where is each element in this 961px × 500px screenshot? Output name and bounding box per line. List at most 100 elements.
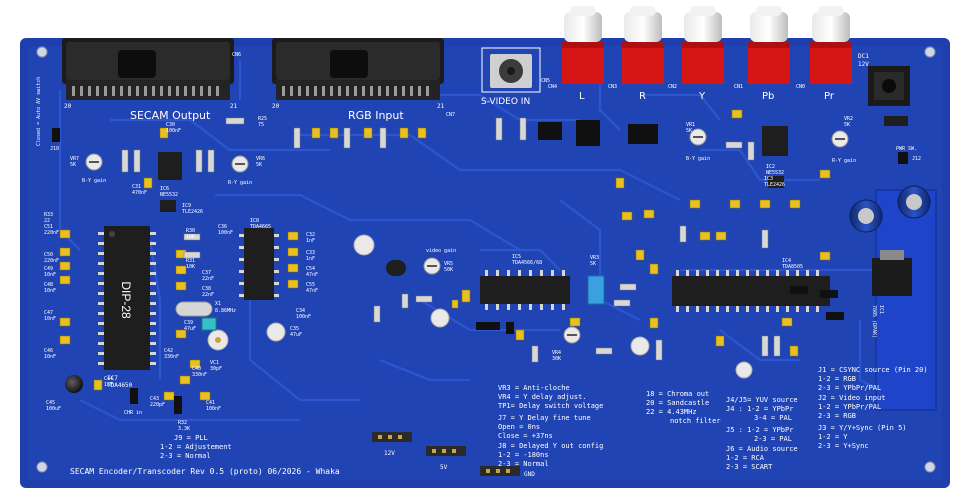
c33-label: C33 (306, 250, 315, 256)
c48-label: C48 (44, 282, 53, 288)
c40-label: C40 (192, 366, 201, 372)
c34-value: 100nF (296, 314, 311, 320)
ic7-part: TDA4650 (107, 382, 133, 389)
c55-value: 47nF (306, 288, 318, 294)
vr4-ref: VR4 (552, 350, 561, 356)
vr1-label: B-Y gain (686, 156, 710, 162)
note-j9-line3: 2-3 = Normal (160, 452, 211, 460)
r32-value: 3.3K (178, 426, 190, 432)
ic1-ref: IC1 (878, 305, 884, 314)
r31-value: 10K (186, 264, 195, 270)
c46-label: C46 (44, 348, 53, 354)
rca-ref-r: CN3 (608, 84, 617, 90)
c43-value: 220pF (150, 402, 165, 408)
c30-label: C30 (166, 122, 175, 128)
note-j3: J3 = Y/Y+Sync (Pin 5) 1-2 = Y 2-3 = Y+Sy… (818, 424, 907, 450)
note-j7: J7 = Y Delay fine tune Open = 0ns Close … (498, 414, 591, 440)
note-vr-line2: VR4 = Y delay adjust. (498, 393, 587, 401)
rgb-input-ref: CN7 (446, 112, 455, 118)
note-vr: VR3 = Anti-cloche VR4 = Y delay adjust. … (498, 384, 603, 410)
r32-label: R32 (178, 420, 187, 426)
note-j6-line1: J6 = Audio source (726, 445, 798, 453)
vr4-value: 30K (552, 356, 561, 362)
c38-value: 22nF (202, 292, 214, 298)
rca-ref-pb: CN1 (734, 84, 743, 90)
j9-ref-label: CHR in (124, 410, 142, 416)
rca-jack-l (562, 6, 604, 84)
c54-label: C54 (306, 266, 315, 272)
svideo-connector (481, 47, 541, 93)
note-pins-line4: notch filter (670, 417, 721, 425)
note-j1-line3: 2-3 = YPbPr/PAL (818, 384, 881, 392)
c33-value: 1nF (306, 256, 315, 262)
secam-output-pin-right: 21 (230, 103, 238, 110)
vc1-value: 30pF (210, 366, 222, 372)
vr7-label: B-Y gain (82, 178, 106, 184)
ic2-ref: IC2 (766, 164, 775, 170)
smd-resistors (121, 117, 781, 363)
c42-label: C42 (164, 348, 173, 354)
c43-label: C43 (150, 396, 159, 402)
c47-value: 10nF (44, 316, 56, 322)
j10-ref: J10 (50, 146, 59, 152)
note-j6: J6 = Audio source 1-2 = RCA 2-3 = SCART (726, 445, 798, 471)
c55-label: C55 (306, 282, 315, 288)
note-j8-line3: 2-3 = Normal (498, 460, 549, 468)
j12-label: PWR SW. (896, 146, 917, 152)
ic6-part: NE5532 (160, 192, 178, 198)
note-pins: 18 = Chroma out 20 = Sandcastle 22 = 4.4… (646, 390, 721, 425)
dc-jack (868, 66, 910, 106)
rca-label-pr: Pr (824, 91, 835, 102)
rca-jack-r (622, 6, 664, 84)
ic4-part: TDA8505 (782, 264, 803, 270)
pcb-ground-pour (28, 46, 942, 480)
dc-label: 12V (858, 61, 869, 68)
rca-ref-pr: CN0 (796, 84, 805, 90)
rca-jack-pr (810, 6, 852, 84)
note-j8: J8 = Delayed Y out config 1-2 = -180ns 2… (498, 442, 603, 468)
c44-value: 1nF (104, 382, 113, 388)
note-j4j5-line3: 3-4 = PAL (754, 414, 792, 422)
smd-capacitors (59, 109, 831, 401)
ic6-chip (158, 152, 182, 180)
note-j8-line1: J8 = Delayed Y out config (498, 442, 603, 450)
c50-value: 220nF (44, 258, 59, 264)
rca-ref-l: CN4 (548, 84, 557, 90)
ic2-chip (762, 126, 788, 156)
rca-label-y: Y (698, 91, 706, 102)
svideo-ref: CN5 (541, 78, 550, 84)
note-j3-line1: J3 = Y/Y+Sync (Pin 5) (818, 424, 907, 432)
note-j6-line3: 2-3 = SCART (726, 463, 773, 471)
c41-label: C41 (206, 400, 215, 406)
ic5-ref: IC5 (512, 254, 521, 260)
c32-label: C32 (306, 232, 315, 238)
c54-value: 47nF (306, 272, 318, 278)
vr5-value: 50K (444, 267, 453, 273)
electrolytic-caps (65, 234, 753, 393)
c37-value: 22nF (202, 276, 214, 282)
note-pins-line3: 22 = 4.43MHz (646, 408, 697, 416)
ic7-ref: IC7 (107, 375, 118, 382)
vr3-value: 5K (590, 261, 596, 267)
r30-label: R30 (186, 228, 195, 234)
note-j4j5-line1: J4/J5= YUV source (726, 396, 798, 404)
power-label-gnd: GND (524, 471, 535, 478)
note-pins-line2: 20 = Sandcastle (646, 399, 709, 407)
c31-value: 470nF (132, 190, 147, 196)
secam-output-label: SECAM Output (130, 109, 211, 122)
note-j9-line1: J9 = PLL (174, 434, 208, 442)
ic1-part: 7805 (DPAK) (871, 305, 877, 338)
r25-label: R25 (258, 116, 267, 122)
ic6-ref: IC6 (160, 186, 169, 192)
copper-traces (58, 60, 901, 422)
vr7-value: 5K (70, 162, 76, 168)
c38-label: C38 (202, 286, 211, 292)
vr3-trimmer (587, 275, 605, 305)
rca-label-pb: Pb (762, 91, 774, 102)
c36-value: 100nF (218, 230, 233, 236)
transistor-q1 (386, 260, 406, 276)
note-j7-line2: Open = 0ns (498, 423, 540, 431)
power-label-5v: 5V (440, 464, 448, 471)
bulk-capacitors (849, 185, 931, 233)
r31-label: R31 (186, 258, 195, 264)
